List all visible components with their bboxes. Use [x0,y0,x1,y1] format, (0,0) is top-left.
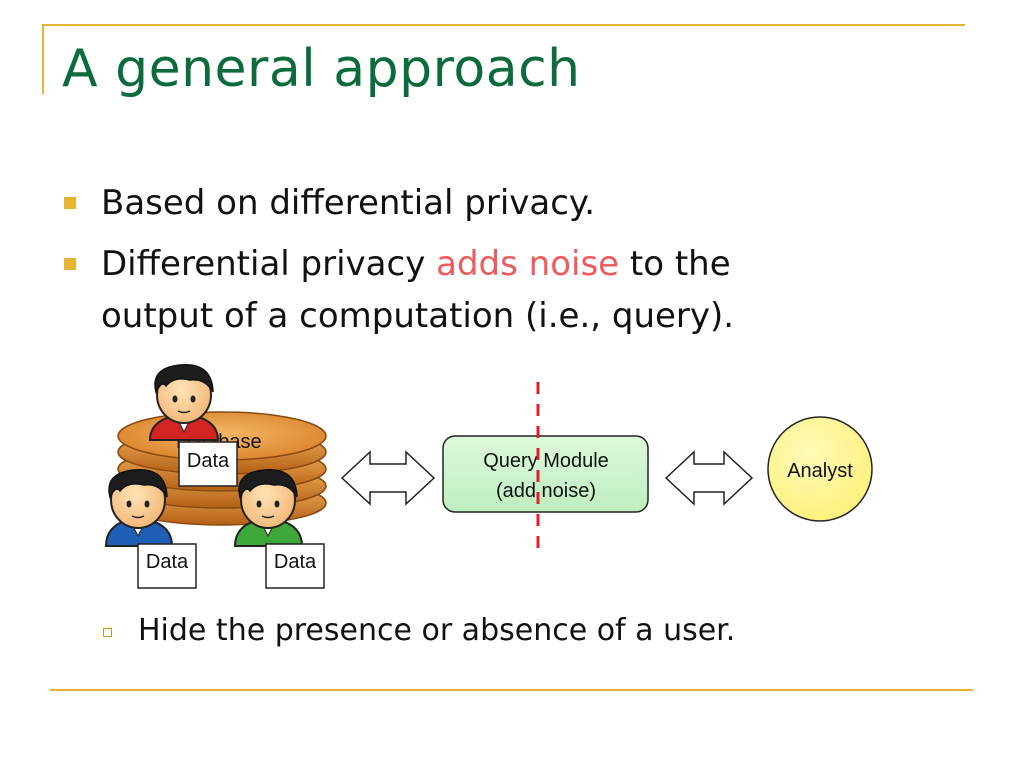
title-rule-left [42,24,44,94]
bullet-2-text: Differential privacy adds noise to the ou… [101,238,734,342]
user-icon-green [233,469,304,547]
title-rule-top [42,24,965,26]
bullet-square-icon [64,258,76,270]
bullet-2-suffix: to the [619,244,731,284]
bullet-square-icon [64,197,76,209]
data-card-2 [137,543,197,589]
double-arrow-icon [340,450,436,506]
query-module-line1: Query Module [483,450,609,472]
slide-title: A general approach [62,39,581,99]
bullet-2-highlight: adds noise [436,244,620,284]
sub-bullet-text: Hide the presence or absence of a user. [138,613,736,648]
query-module-line2: (add noise) [496,480,596,502]
analyst-label: Analyst [787,460,853,482]
data-card-3 [265,543,325,589]
bullet-2-line2: output of a computation (i.e., query). [101,296,735,336]
data-card-1-label: Data [187,450,230,472]
double-arrow-icon [664,450,754,506]
data-card-2-label: Data [146,551,189,573]
query-module-box [442,435,649,513]
user-icon-red [148,364,220,441]
bullet-2-prefix: Differential privacy [101,244,437,284]
data-card-1 [178,441,238,487]
user-icon-blue [104,469,174,547]
analyst-circle [767,416,873,522]
bullet-1-text: Based on differential privacy. [101,183,596,223]
footer-rule [50,689,973,691]
hollow-square-bullet-icon [103,628,112,637]
data-card-3-label: Data [274,551,317,573]
